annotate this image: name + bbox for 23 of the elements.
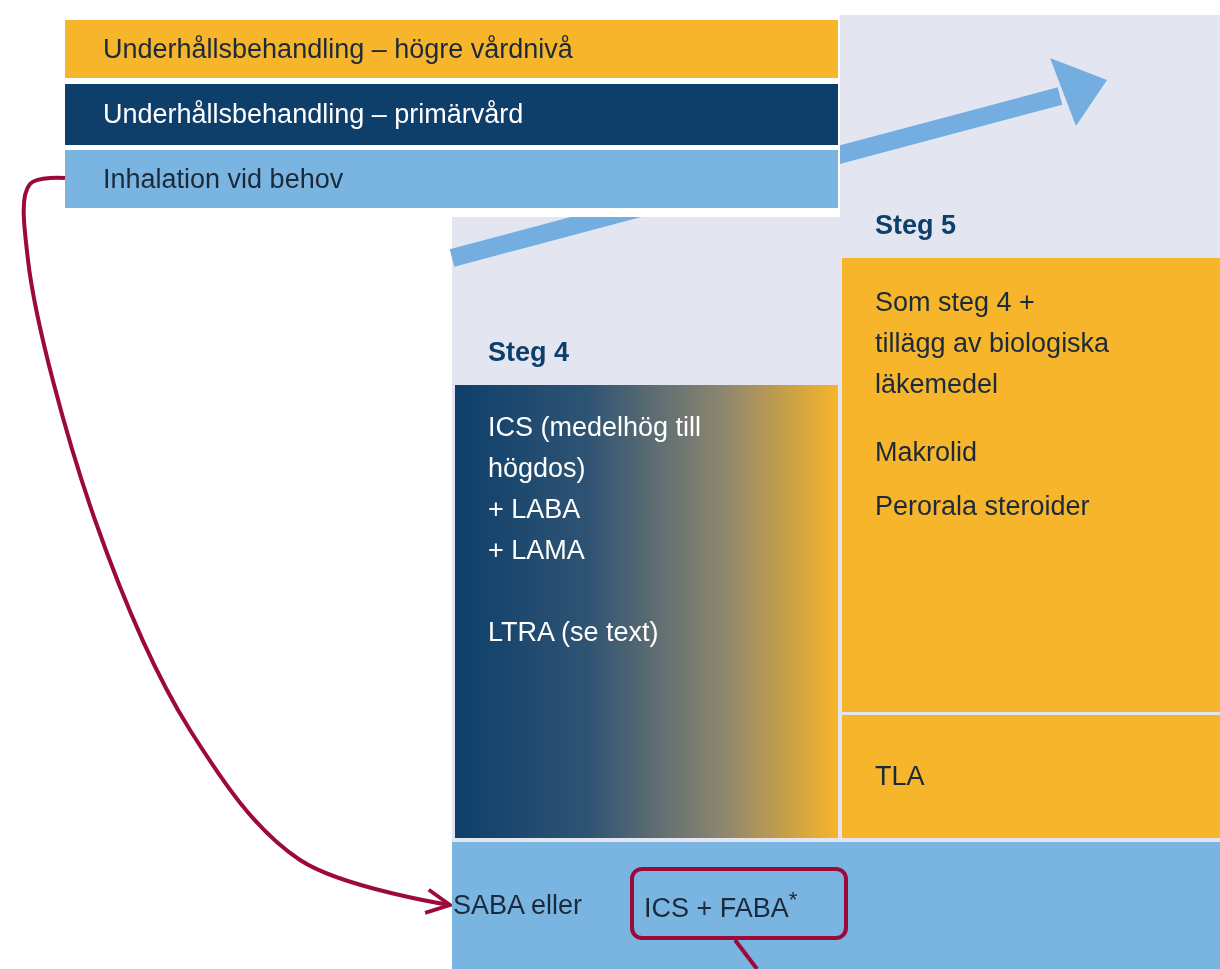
category-label: TLA [875,760,925,793]
treatment-text: Makrolid [875,436,979,469]
category-bar [65,150,838,208]
treatment-text: SABA eller [453,889,583,922]
category-label: Underhållsbehandling – primärvård [103,98,524,131]
treatment-text: ICS (medelhög till högdos) [488,411,703,485]
treatment-text: ICS + FABA$^{*}$ [644,885,798,925]
category-bar [65,84,838,145]
treatment-text: LTRA (se text) [488,616,660,649]
category-bar [65,20,838,78]
category-label: Underhållsbehandling – högre vårdnivå [103,32,573,66]
treatment-text: Som steg 4 + tillägg av biologiska läkemedel [875,286,1110,401]
step-heading: Steg 5 [875,210,957,241]
leader-line [733,938,759,969]
connector-arrow [21,175,452,915]
step-heading: Steg 4 [488,337,570,368]
treatment-text: Perorala steroider [875,490,1091,523]
category-bar [842,715,1220,838]
treatment-text: + LAMA [488,534,586,567]
highlight-box [630,867,848,940]
treatment-text: + LABA [488,493,582,526]
category-label: Inhalation vid behov [103,162,344,196]
reliever-band [452,842,1220,969]
